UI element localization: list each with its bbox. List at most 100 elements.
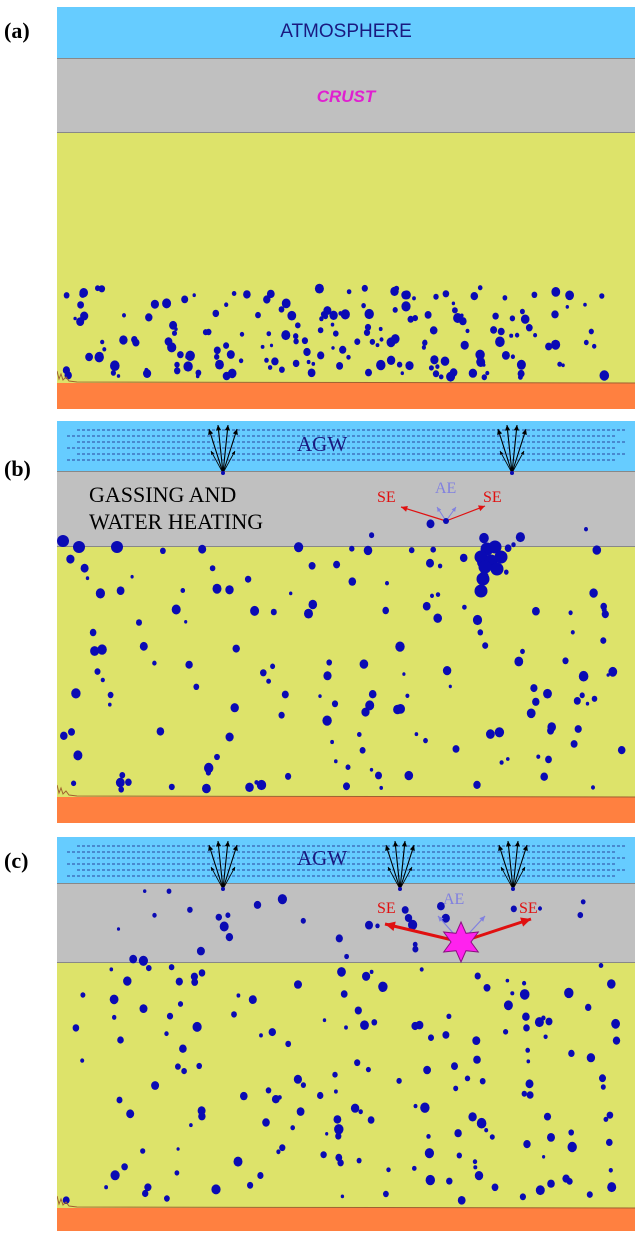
wave-arrow xyxy=(385,844,401,890)
arrow-shaft xyxy=(208,428,224,474)
bubble xyxy=(543,1112,552,1121)
bubble xyxy=(214,353,220,360)
bubble xyxy=(314,283,324,294)
bubble xyxy=(226,350,235,359)
bubble xyxy=(454,1129,462,1138)
bubble xyxy=(526,708,536,719)
bubble xyxy=(606,673,610,677)
bubble xyxy=(209,565,216,572)
bubble xyxy=(430,355,439,365)
bubble xyxy=(566,1178,573,1185)
bubble xyxy=(73,541,85,553)
bubble xyxy=(357,732,362,737)
bubble xyxy=(514,332,520,338)
agw-source-right xyxy=(497,424,527,475)
bubble xyxy=(294,982,300,989)
arrow-head xyxy=(522,845,528,851)
bubble xyxy=(519,989,530,1000)
bubble xyxy=(98,285,106,293)
wave-arrow-small xyxy=(222,866,236,890)
bubble xyxy=(367,1116,375,1124)
bubble xyxy=(350,1103,360,1113)
bubble xyxy=(405,693,410,698)
bubble xyxy=(333,560,341,569)
arrow-head xyxy=(505,841,512,847)
bubble xyxy=(390,286,399,296)
atmosphere-layer xyxy=(57,837,635,883)
bubble xyxy=(497,327,505,336)
bubble xyxy=(213,346,221,355)
bubble xyxy=(570,740,578,748)
bubble xyxy=(375,923,380,929)
bubble xyxy=(116,374,121,378)
bubble xyxy=(222,371,231,381)
mantle-layer xyxy=(57,133,635,383)
bubble xyxy=(138,955,148,966)
bubble xyxy=(438,374,444,380)
bubble xyxy=(168,964,175,971)
bubble xyxy=(330,739,334,745)
arrow-head xyxy=(521,867,525,871)
bubble xyxy=(293,338,299,345)
bubble xyxy=(130,574,134,579)
bubble xyxy=(538,906,542,911)
bubble xyxy=(459,553,468,563)
bubble xyxy=(239,331,245,337)
panel-b-label: (b) xyxy=(4,456,31,481)
bubble xyxy=(281,298,291,309)
bubble xyxy=(491,1183,499,1192)
bubble xyxy=(485,370,490,376)
bubble xyxy=(85,576,90,581)
bubble xyxy=(578,670,589,682)
bubble xyxy=(121,1163,128,1171)
core-boundary-line xyxy=(57,784,635,798)
bubble xyxy=(486,729,495,739)
bubble xyxy=(129,954,138,964)
bubble-group xyxy=(62,963,621,1205)
bubble xyxy=(338,311,343,316)
bubble xyxy=(322,313,329,320)
bubble xyxy=(319,316,324,322)
bubble xyxy=(573,697,581,705)
crust-layer xyxy=(57,883,635,963)
arrow-shaft xyxy=(208,844,224,890)
arrow-shaft xyxy=(222,844,238,890)
bubble xyxy=(526,1091,534,1099)
bubble xyxy=(202,783,211,794)
arrow-shaft xyxy=(497,428,513,474)
bubble xyxy=(490,326,498,334)
bubble xyxy=(304,608,313,619)
bubble xyxy=(335,934,343,943)
wave-arrow-small xyxy=(500,866,514,890)
bubble xyxy=(333,1115,342,1124)
arrow-shaft xyxy=(506,424,513,474)
bubble xyxy=(386,355,396,365)
panel-a: ATMOSPHERE CRUST xyxy=(57,7,635,409)
bubble xyxy=(505,978,510,983)
bubble xyxy=(250,605,260,616)
bubble xyxy=(530,684,538,693)
bubble xyxy=(474,1171,484,1181)
bubble xyxy=(195,374,200,379)
bubble xyxy=(89,628,97,637)
bubble xyxy=(123,976,132,986)
arrow-shaft xyxy=(394,840,401,890)
bubble xyxy=(205,770,211,776)
crust-layer xyxy=(57,471,635,547)
bubble xyxy=(592,343,597,349)
bubble xyxy=(146,965,152,972)
bubble xyxy=(311,361,316,366)
se-arrow-right xyxy=(445,505,486,522)
bubble xyxy=(360,1020,369,1030)
bubble xyxy=(317,351,325,360)
bubble xyxy=(100,339,105,345)
arrow-head xyxy=(437,507,442,512)
bubble xyxy=(433,293,439,300)
bubble xyxy=(523,1024,530,1032)
bubble xyxy=(369,338,376,345)
wave-arrow xyxy=(392,840,401,890)
arrow-head xyxy=(208,429,214,435)
bubble xyxy=(561,363,565,368)
atmosphere-label: ATMOSPHERE xyxy=(280,21,412,42)
bubble xyxy=(514,656,524,667)
